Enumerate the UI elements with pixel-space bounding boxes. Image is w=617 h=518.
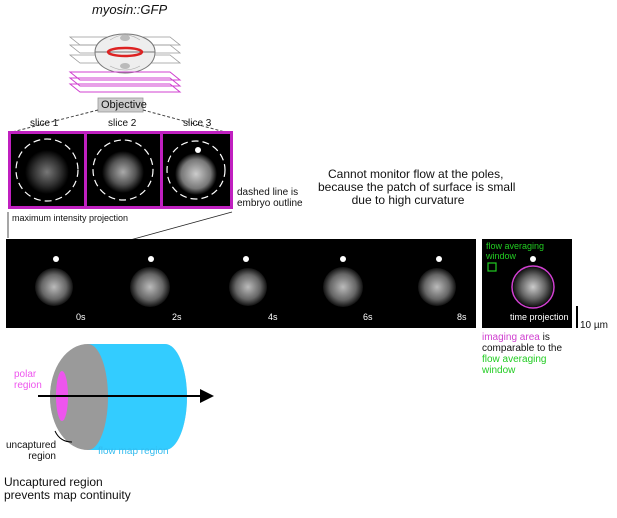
time-8s: 8s [457, 312, 467, 322]
cell-4s [229, 256, 267, 306]
imaging-note: imaging area is comparable to the flow a… [482, 332, 563, 376]
flow-note: Cannot monitor flow at the poles, becaus… [318, 167, 516, 208]
objective-lens [97, 97, 144, 113]
contractile-ring [106, 46, 144, 58]
flow-averaging-window-box [487, 262, 497, 272]
time-0s: 0s [76, 312, 86, 322]
mip-label: maximum intensity projection [12, 213, 129, 223]
slice-2-panel [84, 131, 163, 209]
time-projection-label: time projection [510, 312, 569, 322]
scale-bar [576, 306, 578, 328]
cell-8s [418, 256, 456, 306]
cell-6s [323, 256, 363, 307]
cell-0s [35, 256, 73, 306]
magenta-planes [68, 71, 182, 93]
time-6s: 6s [363, 312, 373, 322]
timelapse-strip: 0s 2s 4s 6s 8s [6, 239, 476, 328]
objective-label: Objective [101, 99, 147, 111]
embryo-cells [94, 33, 156, 74]
slice-3-label: slice 3 [183, 118, 212, 129]
imaging-area-circle [511, 265, 555, 309]
time-4s: 4s [268, 312, 278, 322]
flow-map-region-label: flow map region [98, 446, 169, 457]
scale-bar-label: 10 µm [580, 320, 608, 331]
cell-2s [130, 256, 170, 307]
slice-3-panel [160, 131, 233, 209]
time-2s: 2s [172, 312, 182, 322]
title-myosin-gfp: myosin::GFP [92, 2, 168, 17]
slice-2-label: slice 2 [108, 118, 137, 129]
slice-1-label: slice 1 [30, 118, 59, 129]
